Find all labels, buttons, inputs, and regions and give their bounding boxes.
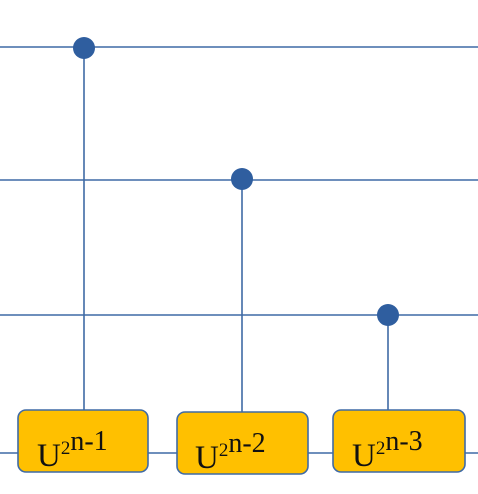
gate-box-3 bbox=[332, 409, 466, 473]
control-dot-1 bbox=[73, 37, 95, 59]
gate-1-exponent: 2 bbox=[61, 438, 71, 459]
gate-label-3: U2n-3 bbox=[352, 426, 423, 474]
controlled-unitary-gate-1: U2n-1 bbox=[17, 409, 149, 474]
gate-3-exponent: 2 bbox=[376, 438, 386, 459]
controlled-unitary-gate-2: U2n-2 bbox=[176, 411, 309, 476]
gate-label-1: U2n-1 bbox=[37, 426, 108, 474]
gate-2-exponent: 2 bbox=[219, 440, 229, 461]
controlled-unitary-gate-3: U2n-3 bbox=[332, 409, 466, 474]
gate-3-base: U bbox=[352, 438, 376, 474]
gate-2-sub-exponent: n-2 bbox=[228, 428, 265, 459]
gate-3-sub-exponent: n-3 bbox=[385, 426, 422, 457]
gate-1-base: U bbox=[37, 438, 61, 474]
control-dot-2 bbox=[231, 168, 253, 190]
gate-box-1 bbox=[17, 409, 149, 473]
control-dot-3 bbox=[377, 304, 399, 326]
gate-box-2 bbox=[176, 411, 309, 475]
gate-label-2: U2n-2 bbox=[195, 428, 266, 476]
gate-1-sub-exponent: n-1 bbox=[70, 426, 107, 457]
gate-2-base: U bbox=[195, 440, 219, 476]
